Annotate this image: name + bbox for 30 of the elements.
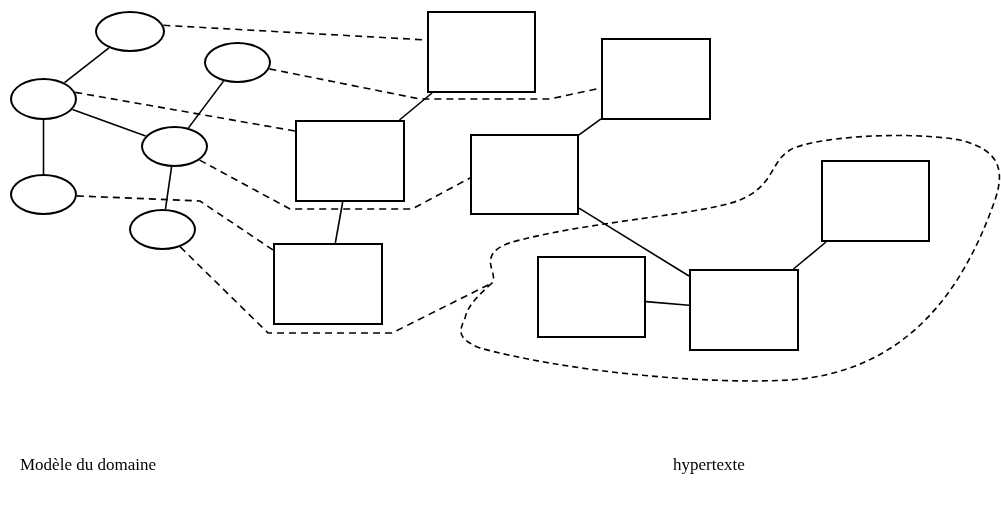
caption-label: hypertexte	[673, 454, 745, 476]
connector-line	[187, 80, 225, 129]
connector-line	[334, 201, 344, 244]
ellipse	[95, 11, 165, 52]
dashed-connector	[74, 91, 296, 132]
rectangle-box	[273, 243, 383, 325]
dashed-connector	[198, 159, 471, 210]
connector-line	[42, 119, 45, 175]
dashed-connector	[76, 195, 274, 251]
connector-line	[792, 241, 827, 270]
ellipse	[10, 78, 77, 120]
rectangle-box	[470, 134, 579, 215]
connector-line	[578, 207, 690, 277]
ellipse	[204, 42, 271, 83]
rectangle-box	[295, 120, 405, 202]
connector-line	[645, 300, 690, 307]
connector-line	[63, 47, 110, 84]
ellipse	[10, 174, 77, 215]
ellipse	[129, 209, 196, 250]
caption-label: Modèle du domaine	[20, 454, 156, 476]
rectangle-box	[821, 160, 930, 242]
rectangle-box	[427, 11, 536, 93]
connector-line	[164, 166, 173, 210]
rectangle-box	[601, 38, 711, 120]
rectangle-box	[689, 269, 799, 351]
ellipse	[141, 126, 208, 167]
connector-line	[578, 118, 602, 136]
connector-line	[71, 108, 147, 137]
rectangle-box	[537, 256, 646, 338]
connector-line	[398, 92, 433, 121]
